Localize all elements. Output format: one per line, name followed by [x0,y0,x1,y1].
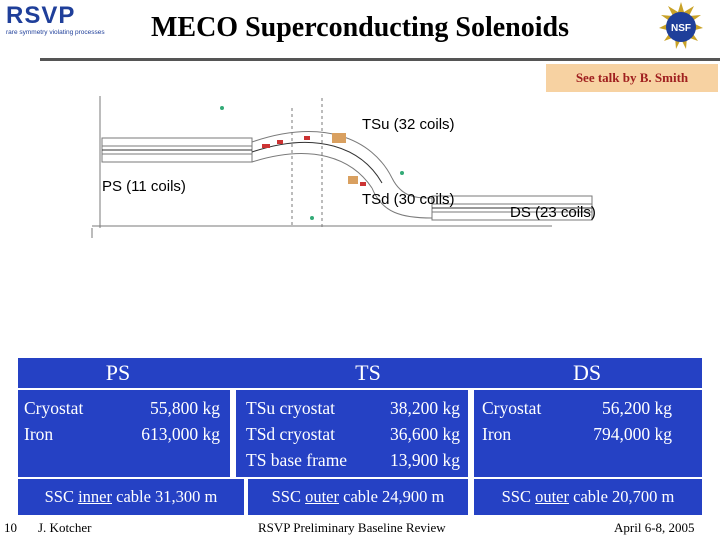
column-header-ts: TS [355,360,381,385]
ds-ssc-cable: SSC outer cable 20,700 m [474,479,702,515]
footer-meeting: RSVP Preliminary Baseline Review [258,520,446,535]
footer-author: J. Kotcher [38,520,92,535]
ts-base-frame-label: TS base frame [246,450,348,470]
nsf-label: NSF [671,23,691,34]
tsu-cryostat-label: TSu cryostat [246,398,335,418]
ts-ssc-type: outer [305,487,339,506]
see-talk-callout: See talk by B. Smith [546,64,718,92]
ds-mass-block: Cryostat 56,200 kg Iron 794,000 kg [474,390,702,477]
page-number: 10 [4,520,17,535]
table-header-bar [18,358,702,388]
column-header-ps: PS [105,360,131,385]
logo-wordmark: RSVP [6,2,76,29]
ds-cryostat-value: 56,200 kg [602,398,672,418]
tsd-label: TSd (30 coils) [362,191,455,208]
ts-base-frame-value: 13,900 kg [390,450,460,470]
ps-cryostat-value: 55,800 kg [150,398,220,418]
tsu-cryostat-value: 38,200 kg [390,398,460,418]
ds-iron-label: Iron [482,424,512,444]
ts-ssc-suffix: cable 24,900 m [339,487,445,506]
footer-date: April 6-8, 2005 [614,520,695,535]
nsf-logo-icon: NSF [656,2,706,52]
ts-ssc-cable: SSC outer cable 24,900 m [248,479,468,515]
ps-ssc-type: inner [78,487,112,506]
tsu-label: TSu (32 coils) [362,116,455,133]
solenoid-mass-table: PS TS DS Cryostat 55,800 kg Iron 613,000… [18,358,702,515]
ps-mass-block: Cryostat 55,800 kg Iron 613,000 kg [18,390,230,477]
ds-ssc-type: outer [535,487,569,506]
ps-ssc-prefix: SSC [44,487,79,506]
slide-title: MECO Superconducting Solenoids [150,12,570,43]
logo-tagline: rare symmetry violating processes [6,29,105,36]
ps-ssc-suffix: cable 31,300 m [112,487,218,506]
ts-mass-block: TSu cryostat 38,200 kg TSd cryostat 36,6… [236,390,468,477]
title-rule [40,58,720,61]
tsd-cryostat-label: TSd cryostat [246,424,335,444]
ps-ssc-cable: SSC inner cable 31,300 m [18,479,244,515]
ps-label: PS (11 coils) [102,178,186,195]
ps-iron-label: Iron [24,424,54,444]
ts-ssc-prefix: SSC [271,487,306,506]
ds-ssc-prefix: SSC [501,487,536,506]
ps-iron-value: 613,000 kg [141,424,220,444]
solenoid-drawing [72,78,632,253]
ds-label: DS (23 coils) [510,204,596,221]
ds-ssc-suffix: cable 20,700 m [569,487,675,506]
tsd-cryostat-value: 36,600 kg [390,424,460,444]
ps-cryostat-label: Cryostat [24,398,84,418]
ds-cryostat-label: Cryostat [482,398,542,418]
rsvp-logo: RSVP rare symmetry violating processes [0,0,130,42]
ds-iron-value: 794,000 kg [593,424,672,444]
column-header-ds: DS [572,360,602,385]
